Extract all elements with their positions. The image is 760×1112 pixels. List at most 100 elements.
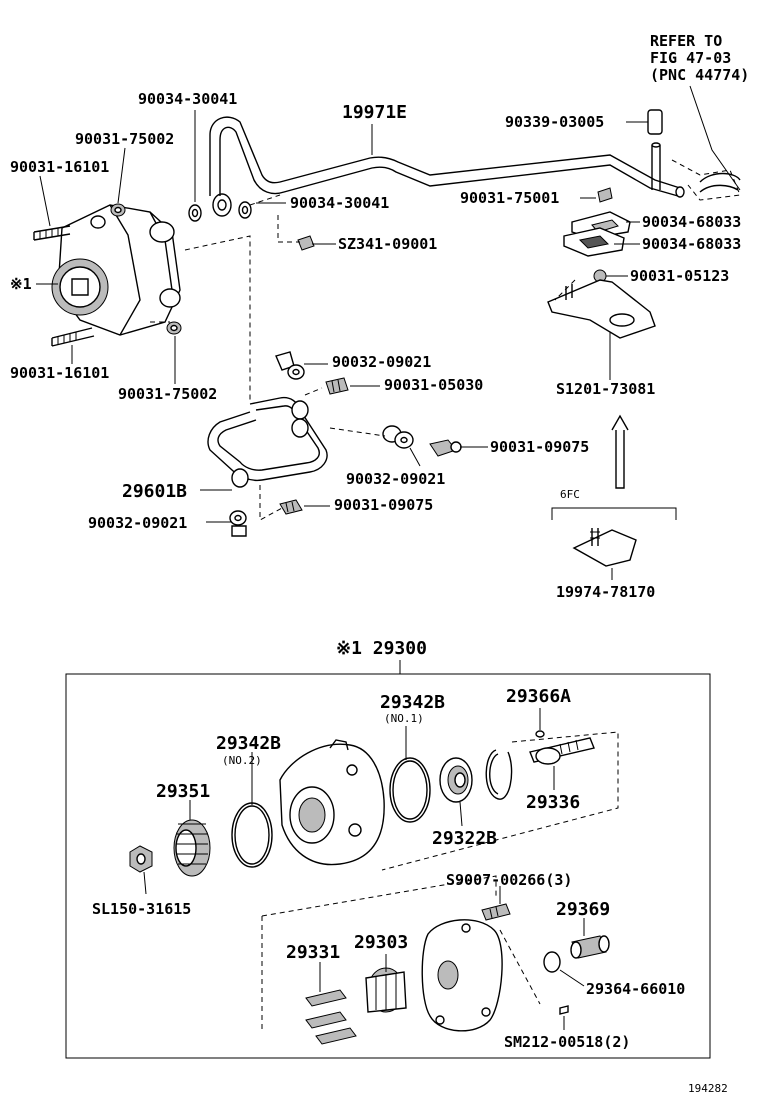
label-SZ341-09001: SZ341-09001	[338, 235, 437, 253]
label-90031-09075-b: 90031-09075	[334, 496, 433, 514]
gasket-washer-1[interactable]	[188, 204, 202, 222]
label-90032-09021-c: 90032-09021	[88, 514, 187, 532]
label-90031-09075-a: 90031-09075	[490, 438, 589, 456]
leader-lines-bottom	[143, 708, 585, 1030]
figure-id: 194282	[688, 1082, 728, 1095]
label-S9007-00266: S9007-00266(3)	[446, 871, 572, 889]
label-90034-30041-b: 90034-30041	[290, 194, 389, 212]
variant-bracket-line	[551, 507, 677, 520]
assembly-line-8	[304, 387, 323, 396]
label-90031-05030: 90031-05030	[384, 376, 483, 394]
union-bolt-09075-b[interactable]	[279, 499, 303, 515]
label-90031-05123: 90031-05123	[630, 267, 729, 285]
label-90034-68033-b: 90034-68033	[642, 235, 741, 253]
stud-bolt-lower[interactable]	[51, 327, 95, 347]
label-29364-66010: 29364-66010	[586, 980, 685, 998]
label-29331: 29331	[286, 942, 340, 963]
label-S1201-73081: S1201-73081	[556, 380, 655, 398]
nut-lower[interactable]	[166, 321, 182, 335]
hose-piece[interactable]	[647, 109, 663, 190]
leader-lines-top	[36, 110, 648, 580]
refer-label-line3: (PNC 44774)	[650, 66, 749, 84]
union-bolt-09075-a[interactable]	[429, 439, 462, 457]
refer-label-line1: REFER TO	[650, 32, 722, 50]
label-29336: 29336	[526, 792, 580, 813]
label-90031-75002-a: 90031-75002	[75, 130, 174, 148]
vanes[interactable]	[305, 989, 357, 1045]
o-ring-no2[interactable]	[231, 802, 273, 868]
rotor-shaft[interactable]	[529, 737, 595, 765]
assembly-line-5	[554, 279, 576, 301]
end-cover[interactable]	[421, 919, 503, 1032]
label-29300: ※1 29300	[336, 638, 427, 659]
label-6FC: 6FC	[560, 488, 580, 501]
drive-gear[interactable]	[173, 819, 211, 877]
union-bolt-05030[interactable]	[325, 377, 349, 395]
assembly-line-9	[381, 731, 619, 871]
label-90032-09021-a: 90032-09021	[332, 353, 431, 371]
union-fitting[interactable]	[212, 193, 232, 217]
label-29303: 29303	[354, 932, 408, 953]
gasket-90032-a[interactable]	[275, 351, 305, 380]
assembly-line-2	[277, 215, 300, 243]
stud-bolt-upper[interactable]	[33, 225, 71, 241]
label-19974-78170: 19974-78170	[556, 583, 655, 601]
o-ring-no1[interactable]	[389, 757, 431, 823]
shaft-key[interactable]	[535, 730, 545, 738]
assembly-line-10	[261, 875, 497, 917]
assembly-line-3	[184, 235, 251, 400]
label-29342B-no1: 29342B	[380, 692, 445, 713]
label-90034-30041-a: 90034-30041	[138, 90, 237, 108]
vacuum-pipe[interactable]	[209, 116, 685, 198]
label-no1: (NO.1)	[384, 712, 424, 725]
refer-dashed-box	[671, 159, 741, 201]
refer-hose-end	[699, 172, 741, 193]
label-90031-75001: 90031-75001	[460, 189, 559, 207]
label-29366A: 29366A	[506, 686, 571, 707]
gear-nut[interactable]	[129, 845, 153, 873]
assembly-box	[65, 673, 711, 1059]
gasket-90032-c[interactable]	[229, 510, 247, 537]
label-19971E: 19971E	[342, 102, 407, 123]
gasket-washer-2[interactable]	[238, 201, 252, 219]
label-29322B: 29322B	[432, 828, 497, 849]
cover-bolt[interactable]	[481, 903, 511, 921]
label-ref-1: ※1	[10, 275, 32, 293]
check-valve[interactable]	[570, 935, 610, 959]
assembly-line-6	[329, 427, 386, 437]
bolt-sz341[interactable]	[297, 235, 315, 251]
rotor[interactable]	[365, 967, 407, 1013]
clamp-pad-lower[interactable]	[563, 227, 625, 257]
label-90032-09021-b: 90032-09021	[346, 470, 445, 488]
label-SL150-31615: SL150-31615	[92, 900, 191, 918]
pump-housing[interactable]	[279, 739, 385, 866]
label-SM212-00518: SM212-00518(2)	[504, 1033, 630, 1051]
oil-pipe[interactable]	[207, 396, 328, 488]
label-29342B-no2: 29342B	[216, 733, 281, 754]
nut-upper[interactable]	[110, 203, 126, 217]
bracket-19974[interactable]	[572, 528, 637, 567]
label-90031-16101-a: 90031-16101	[10, 158, 109, 176]
label-90034-68033-a: 90034-68033	[642, 213, 741, 231]
label-90031-75002-b: 90031-75002	[118, 385, 217, 403]
pipe-bracket[interactable]	[547, 279, 656, 339]
bolt-small[interactable]	[597, 187, 613, 203]
valve-gasket[interactable]	[543, 951, 561, 973]
vacuum-pump-assembly[interactable]	[51, 204, 181, 336]
label-29601B: 29601B	[122, 481, 187, 502]
dowel-pin[interactable]	[559, 1005, 569, 1015]
assembly-line-7	[259, 485, 283, 521]
label-no2: (NO.2)	[222, 754, 262, 767]
label-29369: 29369	[556, 899, 610, 920]
refer-label-line2: FIG 47-03	[650, 49, 731, 67]
bearing[interactable]	[439, 757, 473, 803]
variant-arrow	[611, 414, 629, 489]
assembly-line-12	[499, 929, 541, 1005]
label-90339-03005: 90339-03005	[505, 113, 604, 131]
gasket-90032-b[interactable]	[382, 425, 414, 449]
label-29351: 29351	[156, 781, 210, 802]
label-90031-16101-b: 90031-16101	[10, 364, 109, 382]
refer-leader	[689, 85, 741, 191]
snap-ring[interactable]	[485, 749, 513, 800]
